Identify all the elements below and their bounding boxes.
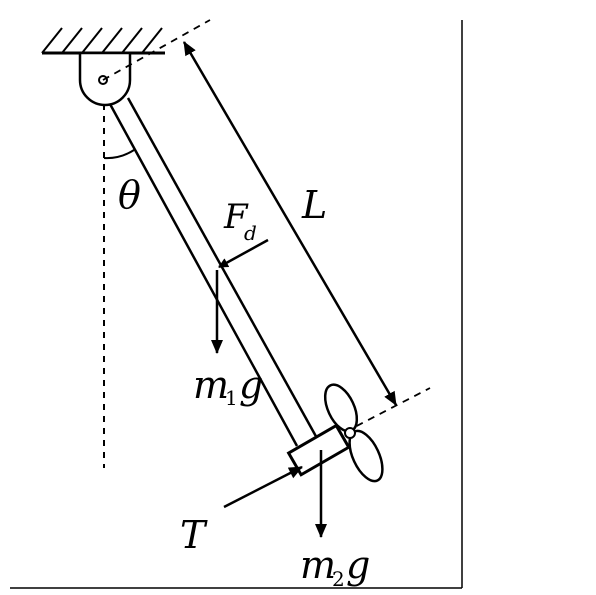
thrust-arrow	[223, 465, 303, 509]
ceiling-support	[41, 27, 165, 55]
motor-housing	[286, 423, 351, 477]
svg-text:d: d	[244, 221, 257, 245]
rod-weight-label: m 1 g	[193, 363, 263, 410]
svg-text:g: g	[346, 543, 370, 587]
propeller	[323, 383, 384, 483]
length-dimension-arrow	[182, 41, 398, 406]
length-reference-top	[102, 19, 211, 81]
drag-force-label: F d	[223, 197, 257, 245]
svg-text:g: g	[239, 363, 263, 407]
angle-arc	[103, 149, 135, 160]
propeller-weight-label: m 2 g	[300, 543, 370, 591]
angle-label: θ	[118, 173, 141, 217]
svg-text:m: m	[300, 543, 336, 587]
drag-force-arrow	[218, 238, 269, 269]
svg-text:F: F	[223, 197, 249, 237]
thrust-label: T	[180, 513, 208, 557]
svg-text:m: m	[193, 363, 229, 407]
svg-text:2: 2	[332, 567, 345, 591]
length-label: L	[301, 183, 327, 227]
svg-text:1: 1	[225, 386, 238, 410]
length-reference-bottom	[344, 387, 431, 433]
